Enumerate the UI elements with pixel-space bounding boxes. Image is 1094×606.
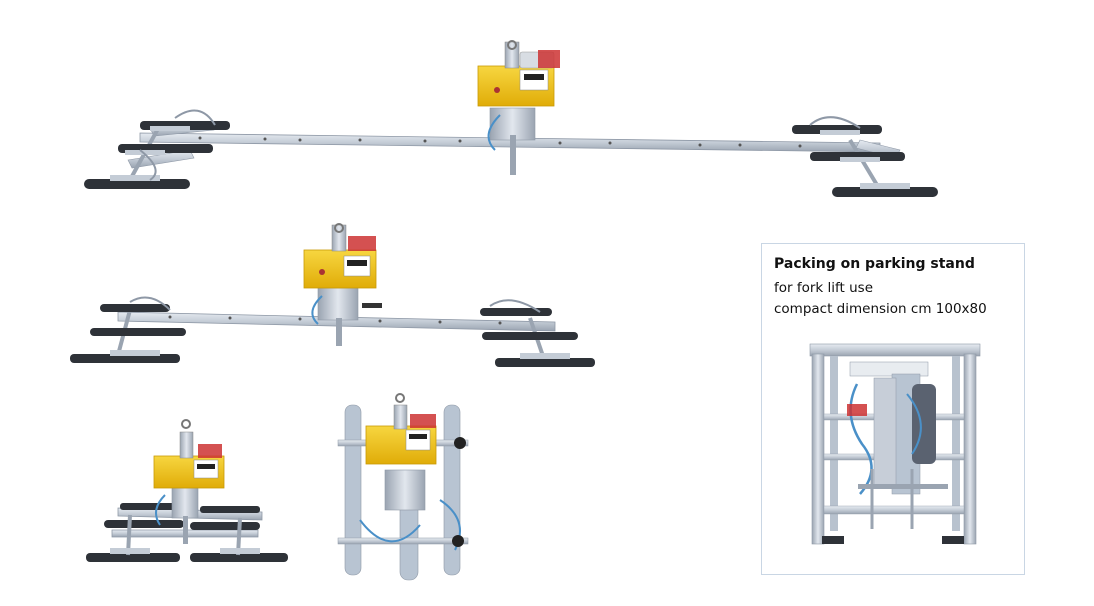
vacuum-lifter-vertical (337, 393, 469, 581)
packing-usage-text: for fork lift use (774, 280, 874, 296)
packing-dimension-text: compact dimension cm 100x80 (774, 301, 987, 317)
parking-stand-photo (809, 343, 981, 545)
vacuum-lifter-large (84, 40, 938, 197)
vacuum-lifter-medium (70, 223, 595, 367)
packing-title: Packing on parking stand (774, 256, 975, 272)
vacuum-lifter-compact (86, 419, 288, 562)
packing-info-box: Packing on parking stand for fork lift u… (761, 243, 1025, 575)
